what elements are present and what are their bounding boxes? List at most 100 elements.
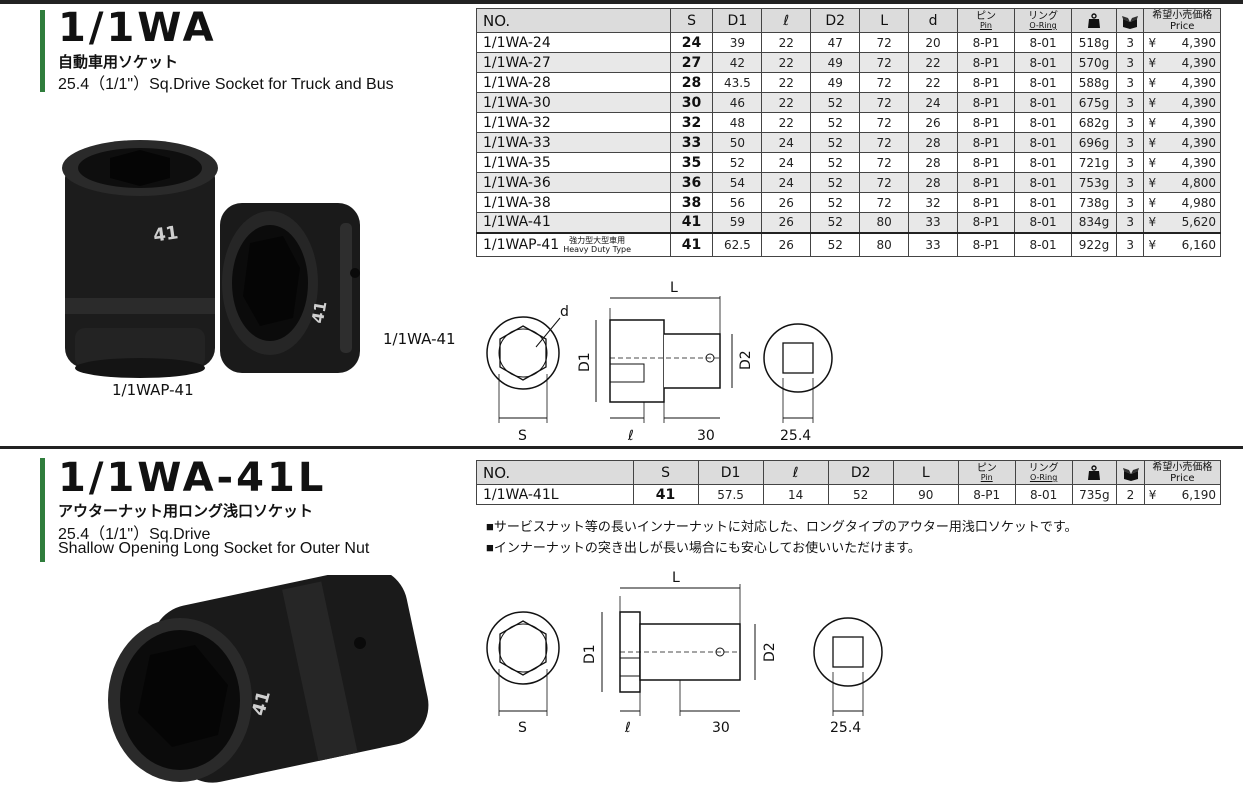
col-price: 希望小売価格 Price <box>1143 460 1222 485</box>
svg-text:ℓ: ℓ <box>627 428 634 444</box>
weight-icon <box>1088 464 1101 480</box>
cell-qty: 3 <box>1115 172 1145 193</box>
dimension-diagram-1wa: d S L D1 D2 ℓ 30 <box>486 280 833 444</box>
cell-d: 26 <box>908 112 958 133</box>
col-pin-jp: ピン <box>976 463 997 474</box>
cell-no: 1/1WA-41L <box>476 484 634 505</box>
cell-d1: 62.5 <box>712 231 763 257</box>
svg-text:30: 30 <box>697 428 715 444</box>
cell-d1: 56 <box>712 192 763 213</box>
cell-d: 33 <box>908 212 958 233</box>
cell-no: 1/1WA-28 <box>476 72 671 93</box>
cell-qty: 3 <box>1115 132 1145 153</box>
col-pin-jp: ピン <box>976 11 996 22</box>
cell-oring: 8-01 <box>1014 172 1073 193</box>
col-price-jp: 希望小売価格 <box>1152 9 1213 21</box>
product-subtitle-en-2: Shallow Opening Long Socket for Outer Nu… <box>58 540 370 557</box>
cell-no: 1/1WA-27 <box>476 52 671 73</box>
cell-d2: 47 <box>810 32 861 53</box>
svg-text:41: 41 <box>152 222 180 246</box>
cell-price: ¥4,980 <box>1143 192 1221 213</box>
price-value: 4,390 <box>1181 75 1216 90</box>
cell-weight: 721g <box>1071 152 1117 173</box>
col-oring-en: O-Ring <box>1029 473 1058 482</box>
col-price-en: Price <box>1170 472 1195 484</box>
left-socket-image: 41 <box>62 140 218 378</box>
cell-d1: 42 <box>712 52 763 73</box>
product-subtitle-en-1: 25.4（1/1"）Sq.Drive <box>58 526 211 543</box>
cell-s: 35 <box>669 152 714 173</box>
price-value: 4,800 <box>1181 175 1216 190</box>
cell-d1: 54 <box>712 172 763 193</box>
cell-no: 1/1WA-24 <box>476 32 671 53</box>
socket-photo: 41 41 <box>62 140 360 378</box>
note-line-2: ■インナーナットの突き出しが長い場合にも安心してお使いいただけます。 <box>486 540 921 555</box>
product-title: 1/1WA-41L <box>58 455 327 501</box>
price-value: 4,390 <box>1181 155 1216 170</box>
cell-oring: 8-01 <box>1014 112 1073 133</box>
side-view-diagram: L D1 D2 ℓ 30 <box>577 280 754 444</box>
col-weight <box>1071 8 1117 33</box>
cell-weight: 735g <box>1071 484 1118 505</box>
col-d: d <box>908 8 958 33</box>
col-pin: ピン Pin <box>957 460 1016 485</box>
cell-l-small: 24 <box>761 152 812 173</box>
cell-d2: 52 <box>810 132 861 153</box>
cell-pin: 8-P1 <box>956 32 1016 53</box>
cell-d1: 43.5 <box>712 72 763 93</box>
cell-d2: 49 <box>810 52 861 73</box>
cell-weight: 588g <box>1071 72 1117 93</box>
price-value: 4,980 <box>1181 195 1216 210</box>
cell-l-small: 22 <box>761 92 812 113</box>
cell-price: ¥4,390 <box>1143 132 1221 153</box>
yen-symbol: ¥ <box>1148 75 1157 90</box>
col-price: 希望小売価格 Price <box>1143 8 1221 33</box>
cell-no: 1/1WA-30 <box>476 92 671 113</box>
cell-l-small: 26 <box>761 231 812 257</box>
table-row: 1/1WA-41L 41 57.5 14 52 90 8-P1 8-01 735… <box>476 484 1222 505</box>
side-view-diagram: L D1 D2 ℓ 30 <box>582 570 778 736</box>
cell-d1: 48 <box>712 112 763 133</box>
col-price-jp: 希望小売価格 <box>1152 461 1213 473</box>
cell-d: 20 <box>908 32 958 53</box>
svg-text:25.4: 25.4 <box>830 720 861 736</box>
cell-weight: 834g <box>1071 212 1117 233</box>
col-d1: D1 <box>712 8 763 33</box>
cell-price: ¥4,800 <box>1143 172 1221 193</box>
cell-pin: 8-P1 <box>956 192 1016 213</box>
yen-symbol: ¥ <box>1148 215 1157 230</box>
cell-l: 80 <box>859 231 910 257</box>
cell-d1: 46 <box>712 92 763 113</box>
cell-oring: 8-01 <box>1014 92 1073 113</box>
cell-l: 72 <box>859 172 910 193</box>
cell-pin: 8-P1 <box>956 212 1016 233</box>
product-title: 1/1WA <box>58 5 217 51</box>
cell-weight: 753g <box>1071 172 1117 193</box>
cell-d2: 52 <box>810 192 861 213</box>
cell-oring: 8-01 <box>1014 32 1073 53</box>
cell-no: 1/1WA-36 <box>476 172 671 193</box>
heavy-duty-note-en: Heavy Duty Type <box>563 244 632 254</box>
cell-l: 72 <box>859 92 910 113</box>
cell-price: ¥4,390 <box>1143 52 1221 73</box>
cell-s: 24 <box>669 32 714 53</box>
cell-d: 28 <box>908 152 958 173</box>
col-s: S <box>632 460 699 485</box>
cell-oring: 8-01 <box>1014 484 1073 505</box>
yen-symbol: ¥ <box>1148 175 1157 190</box>
cell-l: 90 <box>892 484 959 505</box>
cell-oring: 8-01 <box>1014 192 1073 213</box>
price-value: 5,620 <box>1181 215 1216 230</box>
col-qty <box>1115 8 1145 33</box>
svg-text:S: S <box>518 428 527 444</box>
cell-weight: 682g <box>1071 112 1117 133</box>
cell-d: 32 <box>908 192 958 213</box>
